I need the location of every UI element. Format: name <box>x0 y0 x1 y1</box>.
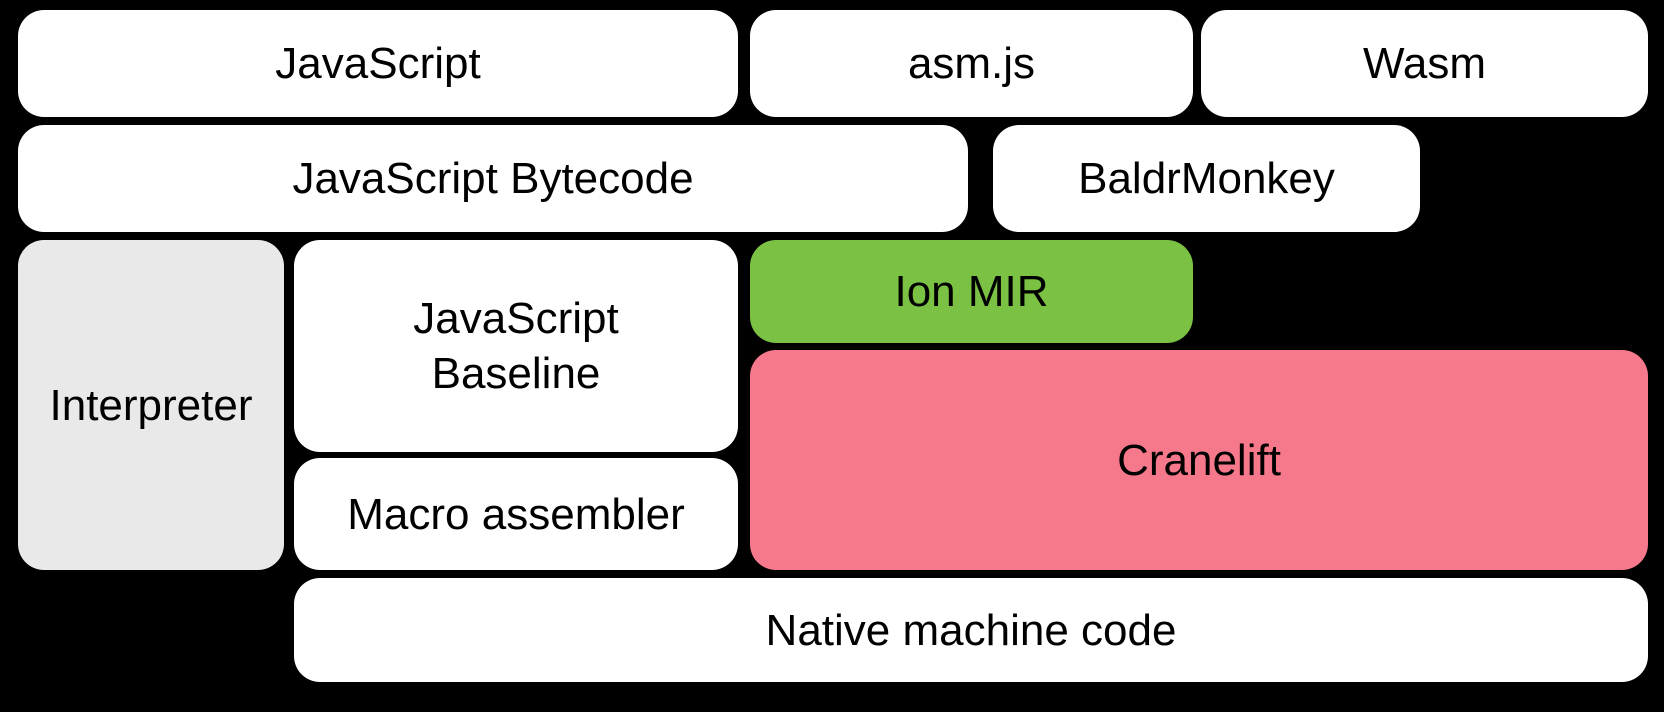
node-label-asm-js: asm.js <box>907 39 1036 88</box>
node-label-ion-mir: Ion MIR <box>894 267 1049 316</box>
node-label-javascript: JavaScript <box>275 39 481 88</box>
node-label-wasm: Wasm <box>1362 39 1487 88</box>
node-ion-mir: Ion MIR <box>750 240 1193 343</box>
node-wasm: Wasm <box>1201 10 1648 117</box>
node-macro-assembler: Macro assembler <box>294 458 738 570</box>
node-label-javascript-baseline: JavaScript Baseline <box>413 294 619 398</box>
node-cranelift: Cranelift <box>750 350 1648 570</box>
node-interpreter: Interpreter <box>18 240 284 570</box>
node-label-cranelift: Cranelift <box>1117 435 1281 485</box>
node-label-native-machine-code: Native machine code <box>765 605 1177 655</box>
node-native-machine-code: Native machine code <box>294 578 1648 682</box>
node-baldrmonkey: BaldrMonkey <box>993 125 1420 232</box>
node-label-baldrmonkey: BaldrMonkey <box>1078 154 1335 203</box>
node-asm-js: asm.js <box>750 10 1193 117</box>
node-javascript: JavaScript <box>18 10 738 117</box>
node-javascript-bytecode: JavaScript Bytecode <box>18 125 968 232</box>
node-label-macro-assembler: Macro assembler <box>347 489 685 539</box>
node-label-interpreter: Interpreter <box>49 380 253 430</box>
node-label-javascript-bytecode: JavaScript Bytecode <box>292 154 694 203</box>
node-javascript-baseline: JavaScript Baseline <box>294 240 738 452</box>
